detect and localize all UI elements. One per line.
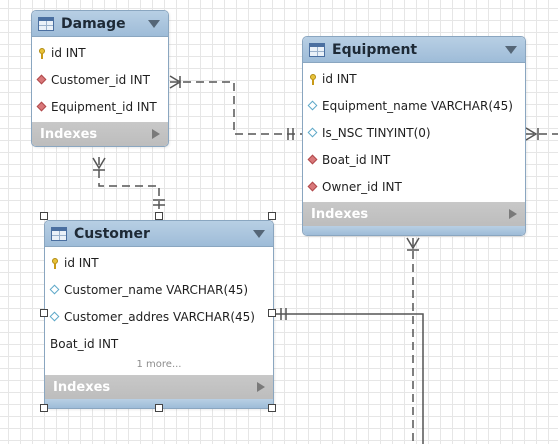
column-row[interactable]: id INT	[32, 39, 168, 66]
column-icon	[50, 285, 60, 295]
column-icon	[308, 128, 318, 138]
customer-right-relationship	[273, 308, 424, 444]
damage-table[interactable]: Damage id INT Customer_id INT Equipment_…	[31, 10, 169, 147]
expand-arrow-icon[interactable]	[152, 129, 160, 139]
column-label: Customer_addres VARCHAR(45)	[64, 309, 255, 324]
column-label: id INT	[51, 45, 86, 60]
column-label: Is_NSC TINYINT(0)	[322, 125, 431, 140]
column-label: Customer_name VARCHAR(45)	[64, 282, 249, 297]
column-label: Owner_id INT	[322, 179, 402, 194]
resize-handle-top-left[interactable]	[40, 212, 48, 220]
resize-handle-middle-right[interactable]	[268, 309, 276, 317]
resize-handle-bottom-center[interactable]	[155, 404, 163, 412]
foreign-key-icon	[37, 102, 47, 112]
column-label: Equipment_name VARCHAR(45)	[322, 98, 513, 113]
column-row[interactable]: Customer_addres VARCHAR(45)	[45, 303, 273, 330]
column-label: Equipment_id INT	[51, 99, 157, 114]
indexes-section[interactable]: Indexes	[303, 202, 525, 226]
column-row[interactable]: Boat_id INT	[303, 146, 525, 173]
column-row[interactable]: Owner_id INT	[303, 173, 525, 200]
table-footer-bar	[303, 226, 525, 235]
column-row[interactable]: Equipment_id INT	[32, 93, 168, 120]
column-row[interactable]: id INT	[45, 249, 273, 276]
damage-table-header[interactable]: Damage	[32, 11, 168, 37]
column-icon	[308, 101, 318, 111]
equipment-right-relationship	[525, 127, 558, 141]
table-icon	[38, 16, 54, 31]
primary-key-icon	[50, 257, 60, 269]
indexes-section[interactable]: Indexes	[32, 122, 168, 146]
column-label: Boat_id INT	[322, 152, 391, 167]
column-row[interactable]: id INT	[303, 65, 525, 92]
customer-columns: id INT Customer_name VARCHAR(45) Custome…	[45, 247, 273, 375]
column-label: id INT	[322, 71, 357, 86]
foreign-key-icon	[308, 182, 318, 192]
customer-table[interactable]: Customer id INT Customer_name VARCHAR(45…	[44, 220, 274, 409]
table-icon	[51, 226, 67, 241]
customer-table-title: Customer	[74, 225, 150, 242]
column-row[interactable]: Customer_id INT	[32, 66, 168, 93]
table-footer-bar	[45, 399, 273, 408]
resize-handle-top-center[interactable]	[155, 212, 163, 220]
collapse-arrow-icon[interactable]	[253, 229, 265, 238]
foreign-key-icon	[308, 155, 318, 165]
indexes-label: Indexes	[53, 379, 111, 395]
resize-handle-bottom-right[interactable]	[268, 404, 276, 412]
column-row[interactable]: Customer_name VARCHAR(45)	[45, 276, 273, 303]
resize-handle-top-right[interactable]	[268, 212, 276, 220]
expand-arrow-icon[interactable]	[509, 209, 517, 219]
equipment-bottom-relationship	[406, 237, 420, 444]
column-label: Boat_id INT	[50, 336, 119, 351]
column-icon	[50, 312, 60, 322]
equipment-table-title: Equipment	[332, 41, 418, 58]
foreign-key-icon	[37, 75, 47, 85]
table-icon	[309, 42, 325, 57]
equipment-table[interactable]: Equipment id INT Equipment_name VARCHAR(…	[302, 36, 526, 236]
primary-key-icon	[308, 73, 318, 85]
more-columns-label[interactable]: 1 more...	[136, 359, 182, 370]
column-row[interactable]: Is_NSC TINYINT(0)	[303, 119, 525, 146]
resize-handle-middle-left[interactable]	[40, 309, 48, 317]
damage-columns: id INT Customer_id INT Equipment_id INT	[32, 37, 168, 122]
indexes-label: Indexes	[40, 126, 98, 142]
damage-equipment-relationship	[169, 75, 302, 140]
expand-arrow-icon[interactable]	[257, 382, 265, 392]
column-row[interactable]: Boat_id INT	[45, 330, 273, 357]
indexes-section[interactable]: Indexes	[45, 375, 273, 399]
resize-handle-bottom-left[interactable]	[40, 404, 48, 412]
collapse-arrow-icon[interactable]	[505, 45, 517, 54]
primary-key-icon	[37, 47, 47, 59]
indexes-label: Indexes	[311, 206, 369, 222]
equipment-columns: id INT Equipment_name VARCHAR(45) Is_NSC…	[303, 63, 525, 202]
equipment-table-header[interactable]: Equipment	[303, 37, 525, 63]
column-row[interactable]: Equipment_name VARCHAR(45)	[303, 92, 525, 119]
column-label: Customer_id INT	[51, 72, 150, 87]
damage-customer-relationship	[92, 157, 165, 213]
damage-table-title: Damage	[61, 15, 126, 32]
collapse-arrow-icon[interactable]	[148, 19, 160, 28]
column-label: id INT	[64, 255, 99, 270]
customer-table-header[interactable]: Customer	[45, 221, 273, 247]
